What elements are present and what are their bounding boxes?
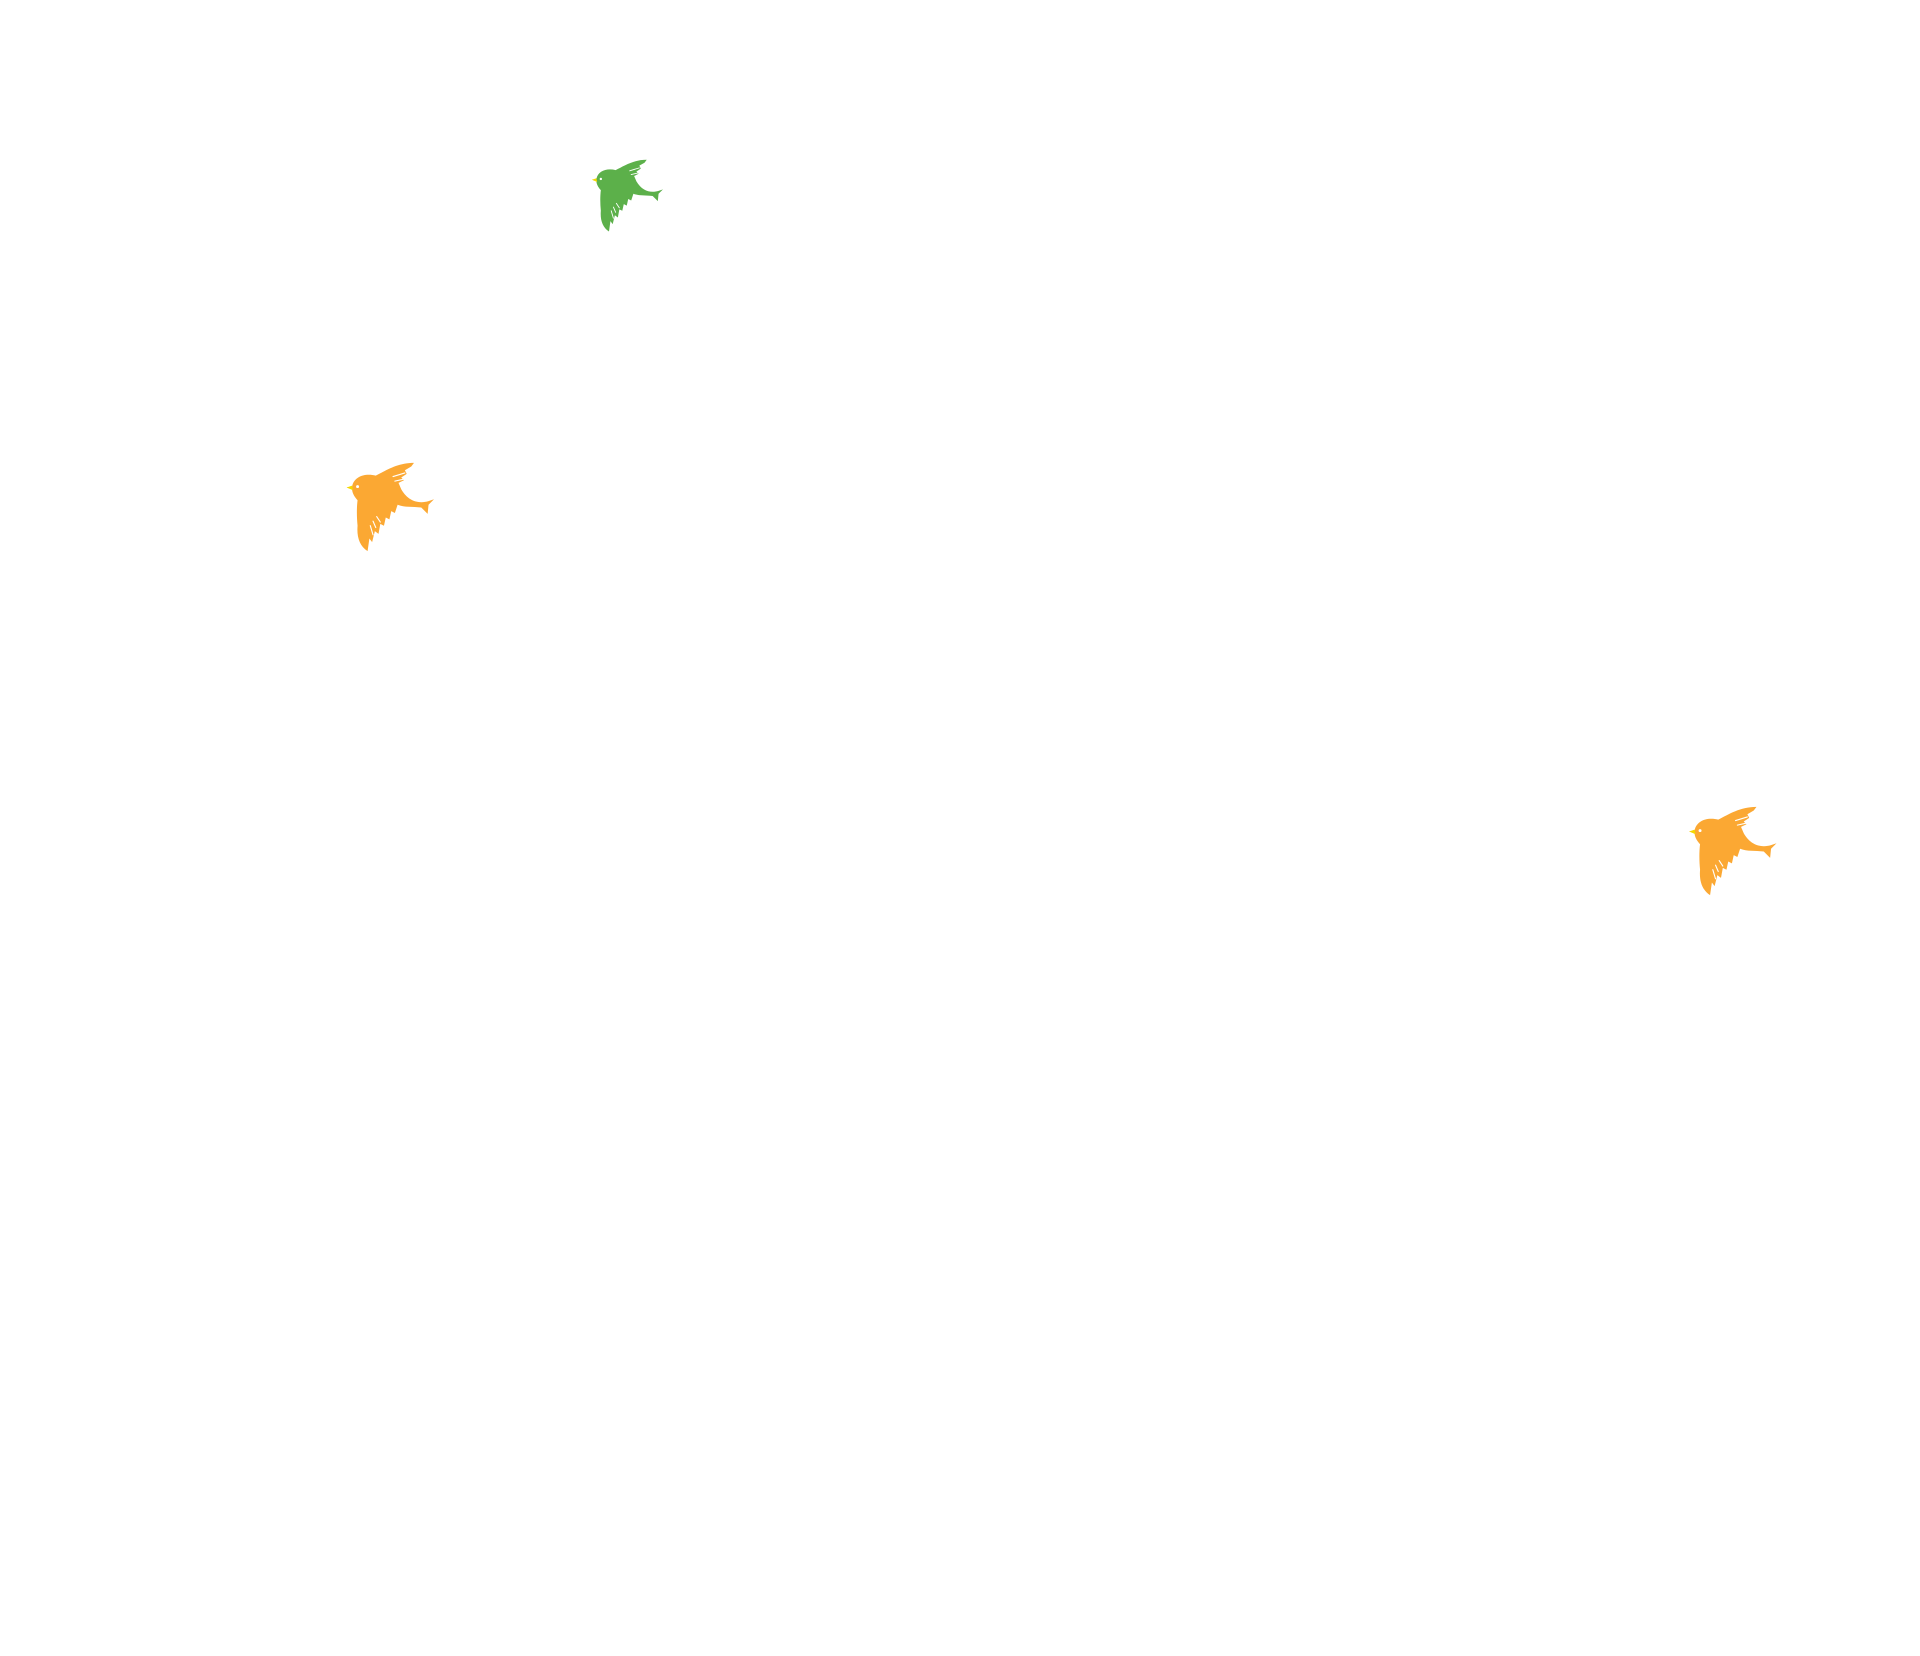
orange-bird-icon [1683,806,1779,897]
orange-bird-icon [341,462,436,553]
green-bird-icon [588,159,664,233]
